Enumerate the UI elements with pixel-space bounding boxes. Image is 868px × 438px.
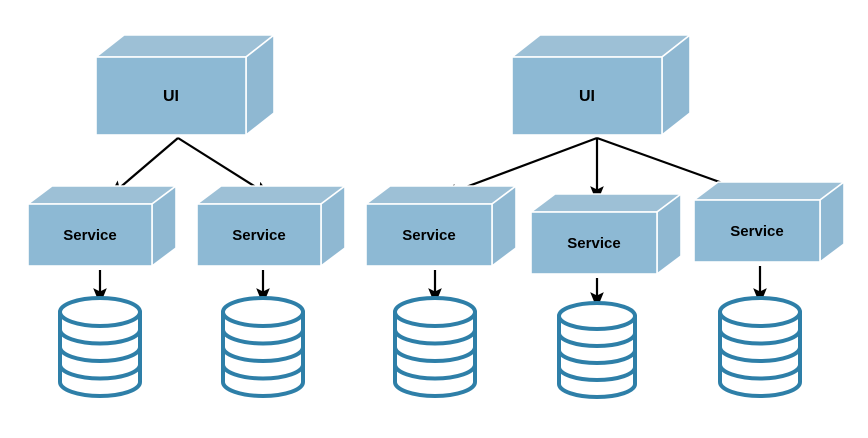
left-group-service-box-2-front-face (196, 203, 322, 267)
right-group-service-box-1-front-face (365, 203, 493, 267)
right-group-service-box-3[interactable]: Service (693, 181, 845, 263)
left-group-database-1[interactable] (58, 296, 142, 398)
left-group-database-1-top-ellipse (58, 296, 142, 328)
left-group-database-2-divider-2 (221, 345, 305, 363)
right-group-ui-box[interactable]: UI (511, 34, 691, 136)
right-group-service-box-1-top-face (365, 185, 517, 205)
right-group-ui-box-top-face (511, 34, 691, 58)
left-group-ui-box-top-face (95, 34, 275, 58)
right-group-database-2-divider-2 (557, 348, 637, 365)
right-group-database-1-divider-3 (393, 362, 477, 381)
left-group-database-2[interactable] (221, 296, 305, 398)
left-group-database-2-divider-3 (221, 362, 305, 381)
left-group-service-box-1-top-face (27, 185, 177, 205)
right-group-database-1-divider-1 (393, 327, 477, 346)
left-group-database-1-divider-3 (58, 362, 142, 381)
database-layer (58, 296, 802, 399)
right-group-service-box-2-front-face (530, 211, 658, 275)
right-group-ui-box-front-face (511, 56, 663, 136)
right-group-database-3-divider-3 (718, 362, 802, 381)
left-group-ui-box-front-face (95, 56, 247, 136)
left-group-database-2-divider-1 (221, 327, 305, 346)
left-group-database-1-divider-2 (58, 345, 142, 363)
right-group-database-1-divider-2 (393, 345, 477, 363)
right-group-database-2-divider-3 (557, 365, 637, 382)
left-group-database-1-divider-1 (58, 327, 142, 346)
right-group-service-box-1[interactable]: Service (365, 185, 517, 267)
right-group-service-box-2-top-face (530, 193, 682, 213)
right-group-service-box-2[interactable]: Service (530, 193, 682, 275)
left-group-service-box-1[interactable]: Service (27, 185, 177, 267)
right-group-service-box-3-front-face (693, 199, 821, 263)
left-group-ui-box[interactable]: UI (95, 34, 275, 136)
right-group-database-3[interactable] (718, 296, 802, 398)
right-group-database-3-top-ellipse (718, 296, 802, 328)
left-group-service-box-2-top-face (196, 185, 346, 205)
left-group-service-box-2[interactable]: Service (196, 185, 346, 267)
right-group-database-1-top-ellipse (393, 296, 477, 328)
left-group-database-2-top-ellipse (221, 296, 305, 328)
right-group-database-2-divider-1 (557, 331, 637, 348)
right-group-database-3-divider-1 (718, 327, 802, 346)
right-group-service-box-3-top-face (693, 181, 845, 201)
right-group-database-2[interactable] (557, 301, 637, 399)
right-group-database-3-divider-2 (718, 345, 802, 363)
left-group-service-box-1-front-face (27, 203, 153, 267)
right-group-database-2-top-ellipse (557, 301, 637, 331)
right-group-database-1[interactable] (393, 296, 477, 398)
